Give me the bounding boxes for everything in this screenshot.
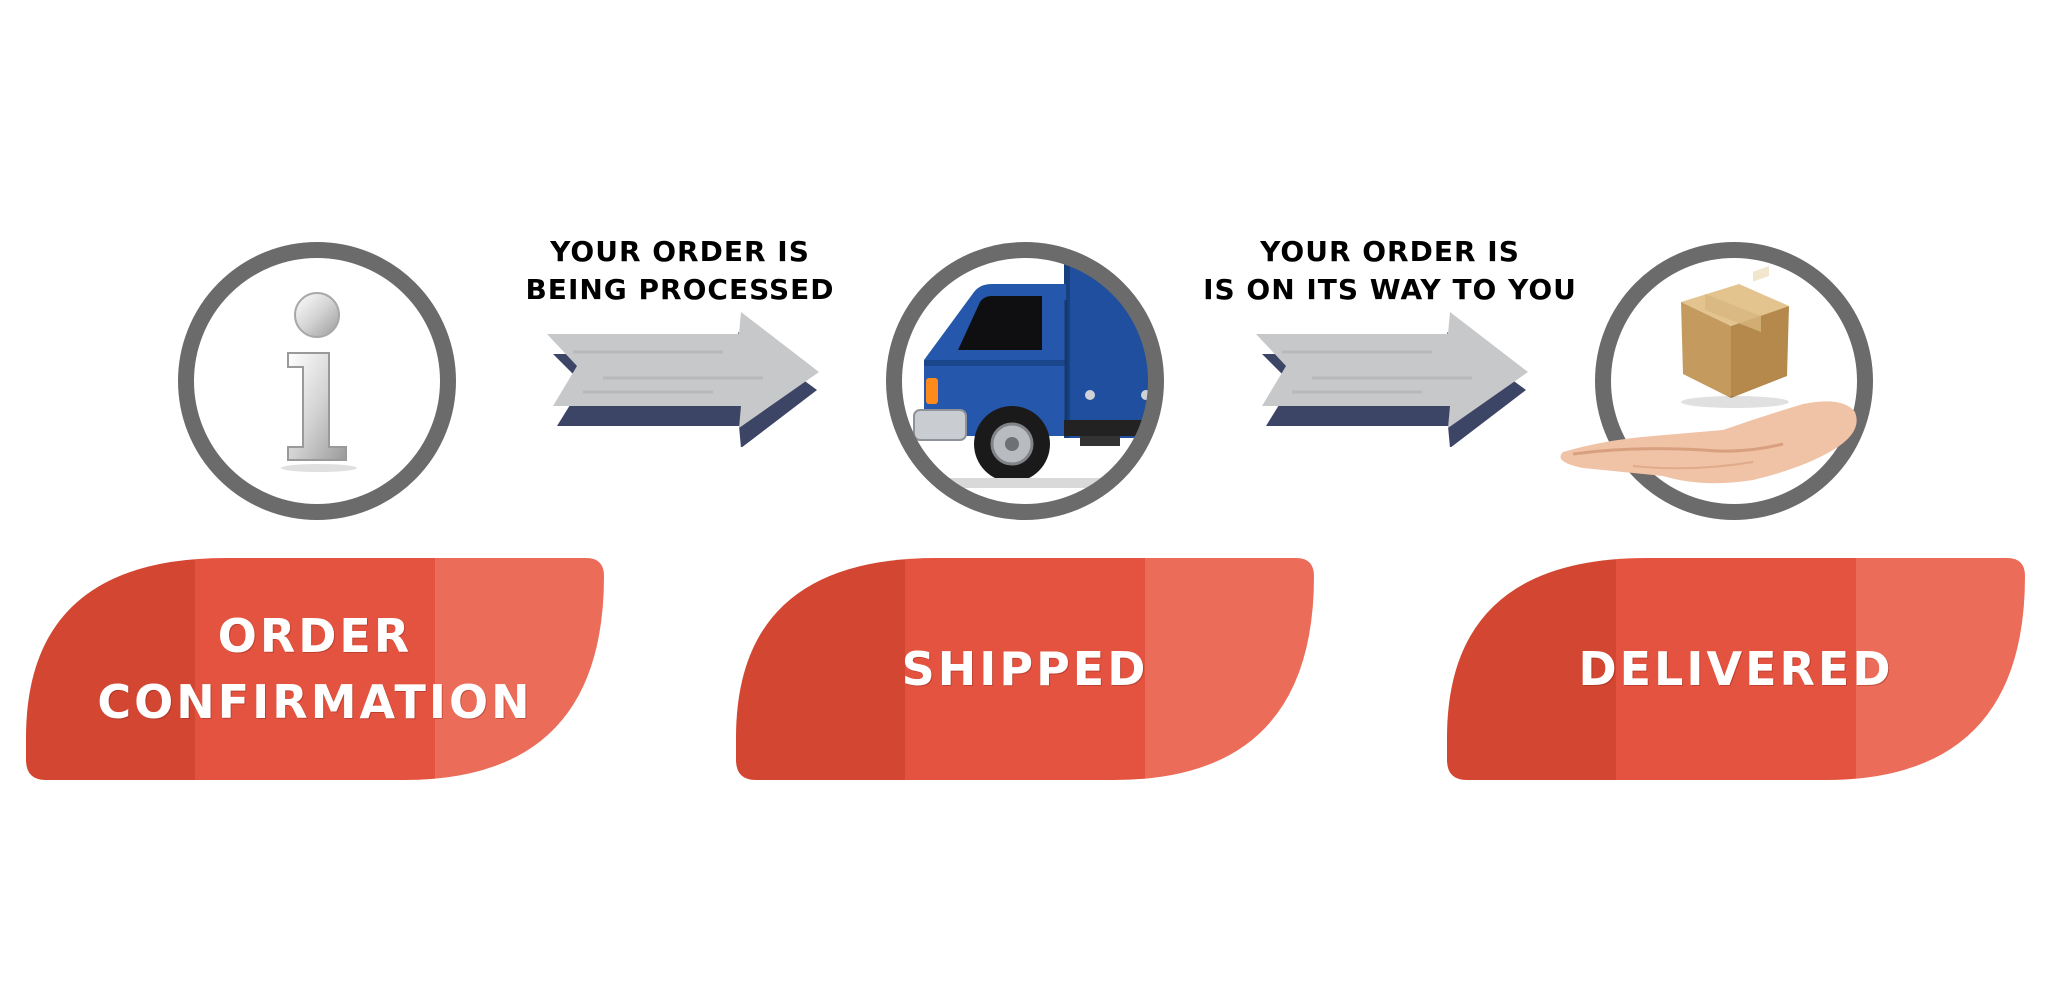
step-label-line: SHIPPED (901, 642, 1149, 696)
caption-line: BEING PROCESSED (525, 273, 835, 306)
info-icon (178, 242, 456, 520)
transition-1-arrow (543, 312, 823, 447)
step-1-label-pill: ORDER CONFIRMATION (26, 558, 604, 780)
arrow-right-icon (547, 312, 819, 447)
step-label-line: CONFIRMATION (97, 675, 533, 729)
package-in-hand-icon (1560, 242, 1873, 520)
transition-2-caption: YOUR ORDER IS IS ON ITS WAY TO YOU (1180, 233, 1600, 309)
caption-line: IS ON ITS WAY TO YOU (1203, 273, 1577, 306)
step-3-label: DELIVERED (1447, 558, 2025, 780)
arrow-right-icon (1256, 312, 1528, 447)
step-2-icon-circle (884, 240, 1166, 522)
caption-line: YOUR ORDER IS (550, 235, 810, 268)
transition-2-arrow (1252, 312, 1532, 447)
step-label-line: ORDER (217, 609, 413, 663)
step-1-icon-circle (176, 240, 458, 522)
transition-1-caption: YOUR ORDER IS BEING PROCESSED (470, 233, 890, 309)
truck-icon (886, 242, 1164, 520)
hand-icon (1560, 401, 1857, 484)
step-3-label-pill: DELIVERED (1447, 558, 2025, 780)
step-2-label-pill: SHIPPED (736, 558, 1314, 780)
caption-line: YOUR ORDER IS (1260, 235, 1520, 268)
step-2-label: SHIPPED (736, 558, 1314, 780)
step-1-label: ORDER CONFIRMATION (26, 558, 604, 780)
step-label-line: DELIVERED (1578, 642, 1894, 696)
box-icon (1681, 265, 1789, 408)
step-3-icon-circle (1560, 240, 1875, 522)
